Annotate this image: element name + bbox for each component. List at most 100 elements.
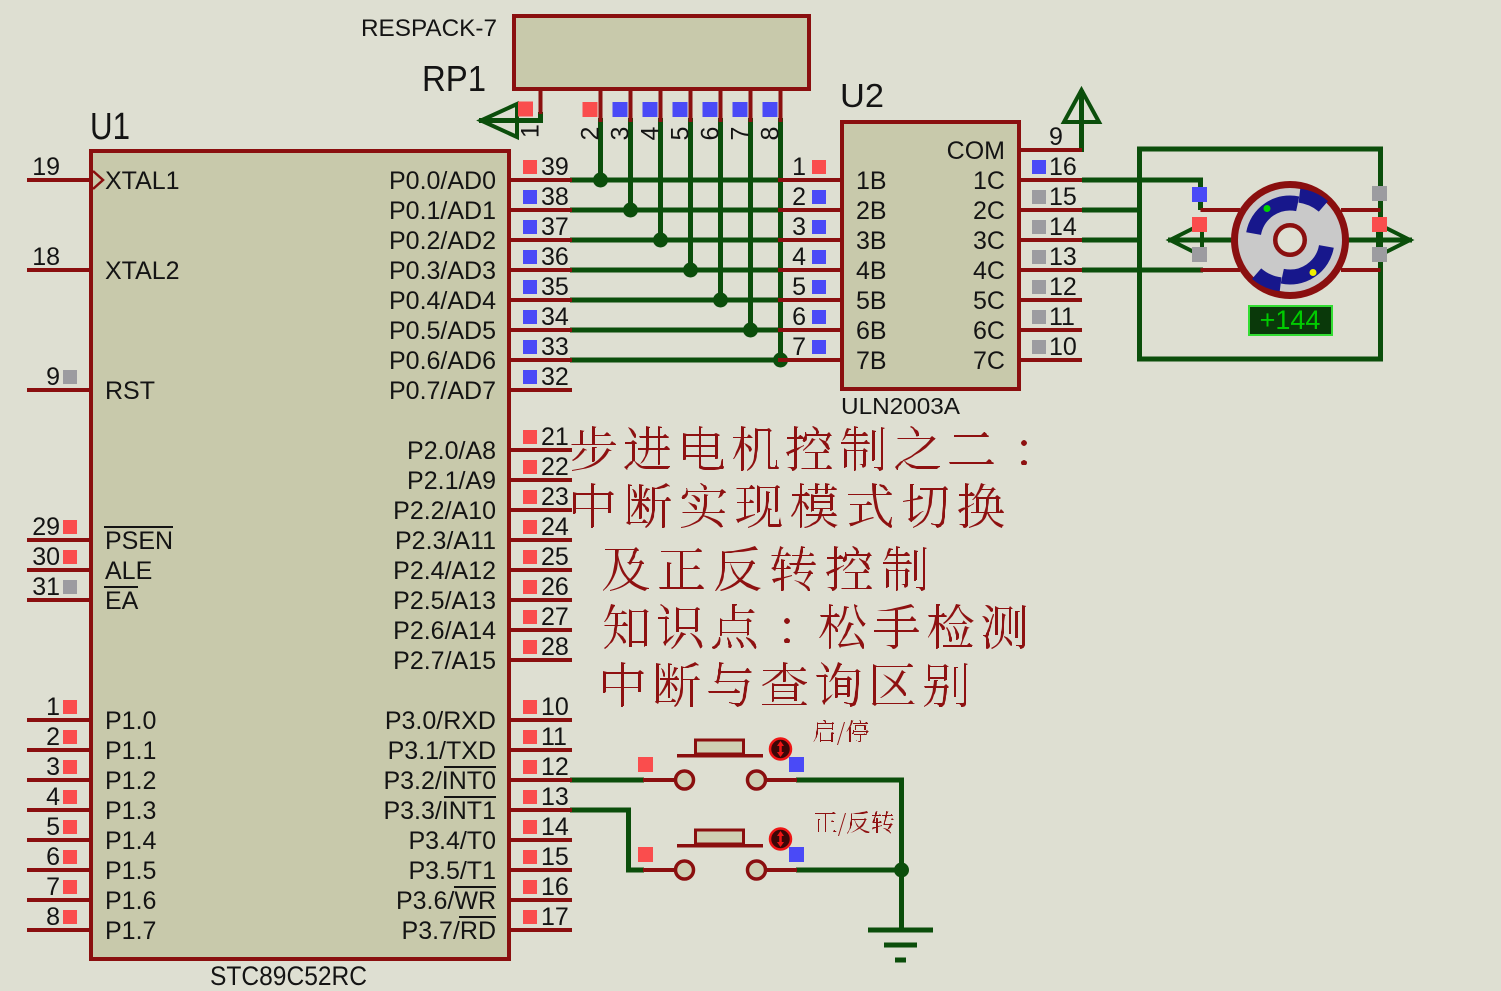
svg-text:P2.4/A12: P2.4/A12 bbox=[393, 557, 496, 585]
svg-text:P0.7/AD7: P0.7/AD7 bbox=[389, 377, 496, 405]
svg-text:38: 38 bbox=[541, 183, 569, 211]
svg-text:P1.3: P1.3 bbox=[105, 797, 156, 825]
svg-text:+144: +144 bbox=[1260, 305, 1321, 335]
svg-text:28: 28 bbox=[541, 633, 569, 661]
svg-text:3: 3 bbox=[46, 753, 60, 781]
svg-text:2: 2 bbox=[46, 723, 60, 751]
svg-text:6: 6 bbox=[697, 127, 725, 141]
svg-text:ALE: ALE bbox=[105, 557, 152, 585]
svg-text:P2.1/A9: P2.1/A9 bbox=[407, 467, 496, 495]
svg-text:8: 8 bbox=[757, 127, 785, 141]
svg-text:U2: U2 bbox=[840, 77, 884, 114]
svg-text:13: 13 bbox=[541, 783, 569, 811]
svg-text:27: 27 bbox=[541, 603, 569, 631]
svg-text:4: 4 bbox=[46, 783, 60, 811]
svg-text:6: 6 bbox=[46, 843, 60, 871]
svg-text:23: 23 bbox=[541, 483, 569, 511]
svg-text:P0.1/AD1: P0.1/AD1 bbox=[389, 197, 496, 225]
svg-text:34: 34 bbox=[541, 303, 569, 331]
svg-text:6B: 6B bbox=[856, 317, 887, 345]
svg-text:33: 33 bbox=[541, 333, 569, 361]
svg-text:P2.2/A10: P2.2/A10 bbox=[393, 497, 496, 525]
svg-text:P3.3/INT1: P3.3/INT1 bbox=[383, 797, 496, 825]
svg-text:XTAL1: XTAL1 bbox=[105, 167, 180, 195]
svg-text:7: 7 bbox=[46, 873, 60, 901]
svg-text:5: 5 bbox=[667, 127, 695, 141]
svg-text:STC89C52RC: STC89C52RC bbox=[210, 961, 367, 991]
svg-text:P0.5/AD5: P0.5/AD5 bbox=[389, 317, 496, 345]
svg-text:P2.0/A8: P2.0/A8 bbox=[407, 437, 496, 465]
svg-text:26: 26 bbox=[541, 573, 569, 601]
svg-text:P2.5/A13: P2.5/A13 bbox=[393, 587, 496, 615]
svg-text:13: 13 bbox=[1049, 243, 1077, 271]
svg-text:P1.0: P1.0 bbox=[105, 707, 156, 735]
svg-text:1: 1 bbox=[792, 153, 806, 181]
svg-text:4B: 4B bbox=[856, 257, 887, 285]
svg-text:17: 17 bbox=[541, 903, 569, 931]
svg-text:2B: 2B bbox=[856, 197, 887, 225]
svg-text:P1.2: P1.2 bbox=[105, 767, 156, 795]
svg-text:3B: 3B bbox=[856, 227, 887, 255]
svg-text:14: 14 bbox=[1049, 213, 1077, 241]
svg-text:4: 4 bbox=[637, 126, 665, 140]
svg-text:16: 16 bbox=[541, 873, 569, 901]
svg-text:P3.7/RD: P3.7/RD bbox=[402, 917, 496, 945]
svg-text:P1.1: P1.1 bbox=[105, 737, 156, 765]
svg-text:ULN2003A: ULN2003A bbox=[841, 393, 961, 419]
svg-text:10: 10 bbox=[541, 693, 569, 721]
svg-text:39: 39 bbox=[541, 153, 569, 181]
svg-text:RP1: RP1 bbox=[422, 58, 486, 99]
svg-text:P1.4: P1.4 bbox=[105, 827, 157, 855]
svg-text:30: 30 bbox=[32, 543, 60, 571]
svg-text:31: 31 bbox=[32, 573, 60, 601]
svg-text:5B: 5B bbox=[856, 287, 887, 315]
svg-text:11: 11 bbox=[1049, 303, 1075, 331]
svg-text:1B: 1B bbox=[856, 167, 887, 195]
svg-text:XTAL2: XTAL2 bbox=[105, 257, 180, 285]
svg-text:P1.7: P1.7 bbox=[105, 917, 156, 945]
svg-text:EA: EA bbox=[105, 587, 139, 615]
svg-text:P3.5/T1: P3.5/T1 bbox=[408, 857, 496, 885]
svg-text:12: 12 bbox=[541, 753, 569, 781]
svg-text:19: 19 bbox=[32, 153, 60, 181]
svg-text:2: 2 bbox=[792, 183, 806, 211]
svg-text:P3.0/RXD: P3.0/RXD bbox=[385, 707, 496, 735]
svg-text:PSEN: PSEN bbox=[105, 527, 173, 555]
svg-text:3: 3 bbox=[607, 127, 635, 141]
svg-text:5C: 5C bbox=[973, 287, 1005, 315]
svg-text:P2.3/A11: P2.3/A11 bbox=[395, 527, 496, 555]
svg-text:32: 32 bbox=[541, 363, 569, 391]
svg-text:P2.6/A14: P2.6/A14 bbox=[393, 617, 496, 645]
svg-text:22: 22 bbox=[541, 453, 569, 481]
svg-text:4C: 4C bbox=[973, 257, 1005, 285]
svg-text:18: 18 bbox=[32, 243, 60, 271]
svg-text:9: 9 bbox=[46, 363, 60, 391]
svg-text:12: 12 bbox=[1049, 273, 1077, 301]
svg-text:5: 5 bbox=[792, 273, 806, 301]
svg-text:P2.7/A15: P2.7/A15 bbox=[393, 647, 496, 675]
svg-text:36: 36 bbox=[541, 243, 569, 271]
svg-text:U1: U1 bbox=[90, 106, 130, 148]
svg-text:P0.0/AD0: P0.0/AD0 bbox=[389, 167, 496, 195]
svg-text:P3.2/INT0: P3.2/INT0 bbox=[383, 767, 496, 795]
svg-text:3C: 3C bbox=[973, 227, 1005, 255]
svg-text:5: 5 bbox=[46, 813, 60, 841]
svg-text:RESPACK-7: RESPACK-7 bbox=[361, 15, 497, 42]
svg-text:37: 37 bbox=[541, 213, 569, 241]
svg-text:1C: 1C bbox=[973, 167, 1005, 195]
svg-text:2C: 2C bbox=[973, 197, 1005, 225]
svg-text:15: 15 bbox=[541, 843, 569, 871]
svg-text:15: 15 bbox=[1049, 183, 1077, 211]
svg-text:P0.6/AD6: P0.6/AD6 bbox=[389, 347, 496, 375]
svg-text:3: 3 bbox=[792, 213, 806, 241]
svg-text:RST: RST bbox=[105, 377, 155, 405]
svg-text:P3.4/T0: P3.4/T0 bbox=[408, 827, 496, 855]
svg-text:24: 24 bbox=[541, 513, 569, 541]
svg-text:7B: 7B bbox=[856, 347, 887, 375]
svg-text:4: 4 bbox=[792, 243, 806, 271]
svg-text:7: 7 bbox=[792, 333, 806, 361]
svg-text:10: 10 bbox=[1049, 333, 1077, 361]
svg-text:35: 35 bbox=[541, 273, 569, 301]
svg-text:2: 2 bbox=[577, 127, 605, 141]
svg-text:P0.2/AD2: P0.2/AD2 bbox=[389, 227, 496, 255]
